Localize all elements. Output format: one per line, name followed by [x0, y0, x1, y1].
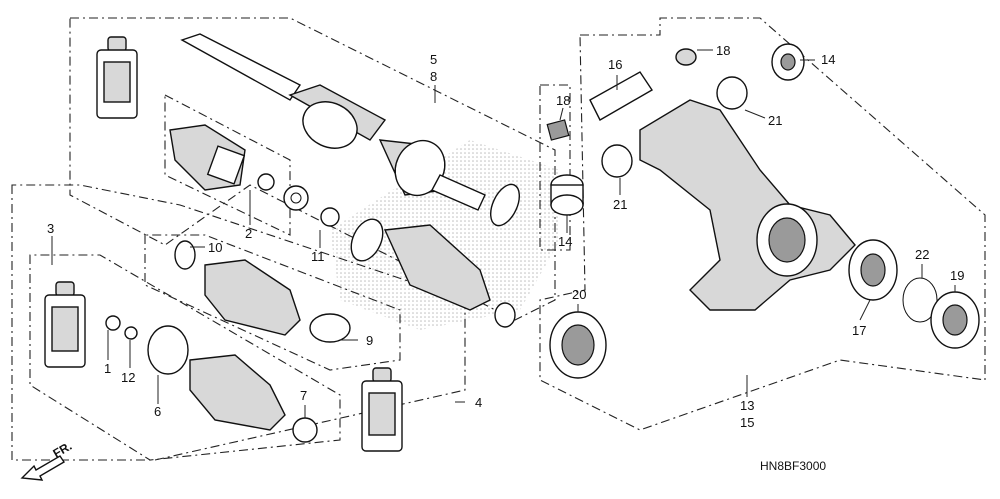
- callout-21-left: 21: [613, 197, 627, 212]
- callout-15: 15: [740, 415, 754, 430]
- oil-bottle-bottom: [361, 367, 403, 452]
- callout-11: 11: [311, 249, 325, 264]
- callout-16: 16: [608, 57, 622, 72]
- callout-4: 4: [475, 395, 482, 410]
- callout-9: 9: [366, 333, 373, 348]
- callout-17: 17: [852, 323, 866, 338]
- drive-shaft: [180, 33, 486, 211]
- boot-middle: [174, 240, 351, 343]
- callout-labels: 1 2 3 4 5 8 6 7 9 10 11 12 13 15 14 14 1…: [47, 43, 964, 430]
- callout-5: 5: [430, 52, 437, 67]
- callout-21-right: 21: [768, 113, 782, 128]
- oil-bottle-top: [96, 36, 138, 119]
- callout-22: 22: [915, 247, 929, 262]
- group-outlines: [11, 17, 986, 461]
- callout-18-center: 18: [556, 93, 570, 108]
- callout-3: 3: [47, 221, 54, 236]
- callout-14-right: 14: [821, 52, 835, 67]
- drawing-code: HN8BF3000: [760, 459, 826, 473]
- brand-watermark: [330, 140, 560, 330]
- outer-joint: [169, 124, 340, 227]
- front-direction-arrow: FR.: [20, 439, 75, 481]
- bearings-seals: [549, 43, 980, 379]
- callout-20: 20: [572, 287, 586, 302]
- callout-13: 13: [740, 398, 754, 413]
- oil-bottle-left: [44, 281, 86, 368]
- callout-14-center: 14: [558, 234, 572, 249]
- inner-boot: [350, 183, 521, 328]
- callout-6: 6: [154, 404, 161, 419]
- callout-1: 1: [104, 361, 111, 376]
- boot-lower: [105, 315, 318, 443]
- callout-8: 8: [430, 69, 437, 84]
- callout-18-right: 18: [716, 43, 730, 58]
- direction-label: FR.: [51, 439, 75, 461]
- callout-12: 12: [121, 370, 135, 385]
- callout-10: 10: [208, 240, 222, 255]
- leader-lines: [51, 49, 956, 418]
- pivot-collar: [546, 71, 653, 216]
- knuckle: [639, 99, 856, 311]
- callout-2: 2: [245, 226, 252, 241]
- callout-19: 19: [950, 268, 964, 283]
- callout-7: 7: [300, 388, 307, 403]
